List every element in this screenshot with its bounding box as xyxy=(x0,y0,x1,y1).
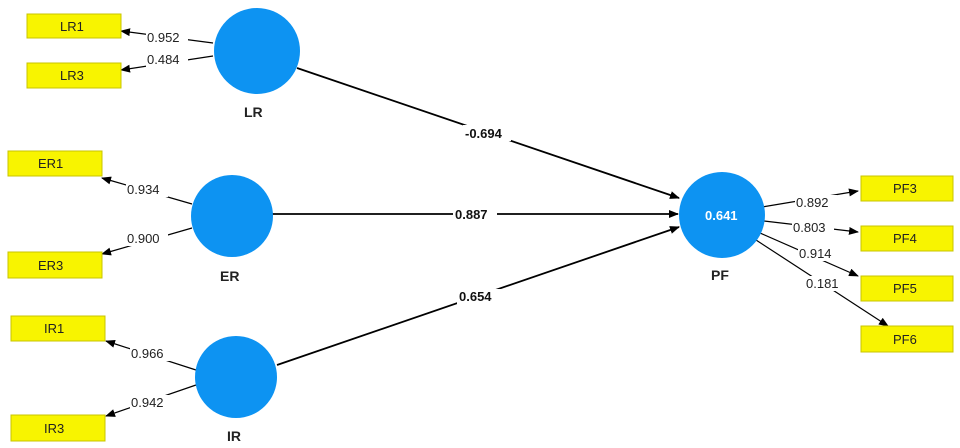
construct-lr[interactable] xyxy=(214,8,300,94)
indicator-er1[interactable]: ER1 xyxy=(7,150,103,177)
indicator-label-er1: ER1 xyxy=(38,156,63,171)
indicator-label-pf3: PF3 xyxy=(893,181,917,196)
construct-label-pf: PF xyxy=(711,267,729,283)
indicator-ir1[interactable]: IR1 xyxy=(10,315,106,342)
indicator-lr3[interactable]: LR3 xyxy=(26,62,122,89)
loading-label-ir1: 0.966 xyxy=(131,346,164,361)
construct-label-er: ER xyxy=(220,268,239,284)
loading-label-ir3: 0.942 xyxy=(131,395,164,410)
construct-er[interactable] xyxy=(191,175,273,257)
construct-pf[interactable]: 0.641 xyxy=(679,172,765,258)
construct-label-lr: LR xyxy=(244,104,263,120)
indicator-label-er3: ER3 xyxy=(38,258,63,273)
indicator-label-lr3: LR3 xyxy=(60,68,84,83)
loading-label-er3: 0.900 xyxy=(127,231,160,246)
path-coef-er-pf: 0.887 xyxy=(455,207,488,222)
path-coef-lr-pf: -0.694 xyxy=(465,126,503,141)
indicator-lr1[interactable]: LR1 xyxy=(26,13,122,39)
loading-label-pf5: 0.914 xyxy=(799,246,832,261)
indicator-label-pf4: PF4 xyxy=(893,231,917,246)
indicator-label-pf5: PF5 xyxy=(893,281,917,296)
indicator-label-ir3: IR3 xyxy=(44,421,64,436)
path-coef-ir-pf: 0.654 xyxy=(459,289,492,304)
loading-label-lr3: 0.484 xyxy=(147,52,180,67)
indicator-label-pf6: PF6 xyxy=(893,332,917,347)
indicator-pf3[interactable]: PF3 xyxy=(860,175,954,202)
loading-label-er1: 0.934 xyxy=(127,182,160,197)
r-squared-pf: 0.641 xyxy=(705,208,738,223)
indicator-ir3[interactable]: IR3 xyxy=(10,414,106,442)
construct-ir[interactable] xyxy=(195,336,277,418)
loading-label-pf4: 0.803 xyxy=(793,220,826,235)
indicator-pf5[interactable]: PF5 xyxy=(860,275,954,302)
loading-label-lr1: 0.952 xyxy=(147,30,180,45)
loading-label-pf6: 0.181 xyxy=(806,276,839,291)
indicator-label-lr1: LR1 xyxy=(60,19,84,34)
loading-label-pf3: 0.892 xyxy=(796,195,829,210)
indicator-pf4[interactable]: PF4 xyxy=(860,225,954,252)
indicator-pf6[interactable]: PF6 xyxy=(860,325,954,353)
indicator-er3[interactable]: ER3 xyxy=(7,251,103,279)
construct-label-ir: IR xyxy=(227,428,241,444)
indicator-label-ir1: IR1 xyxy=(44,321,64,336)
